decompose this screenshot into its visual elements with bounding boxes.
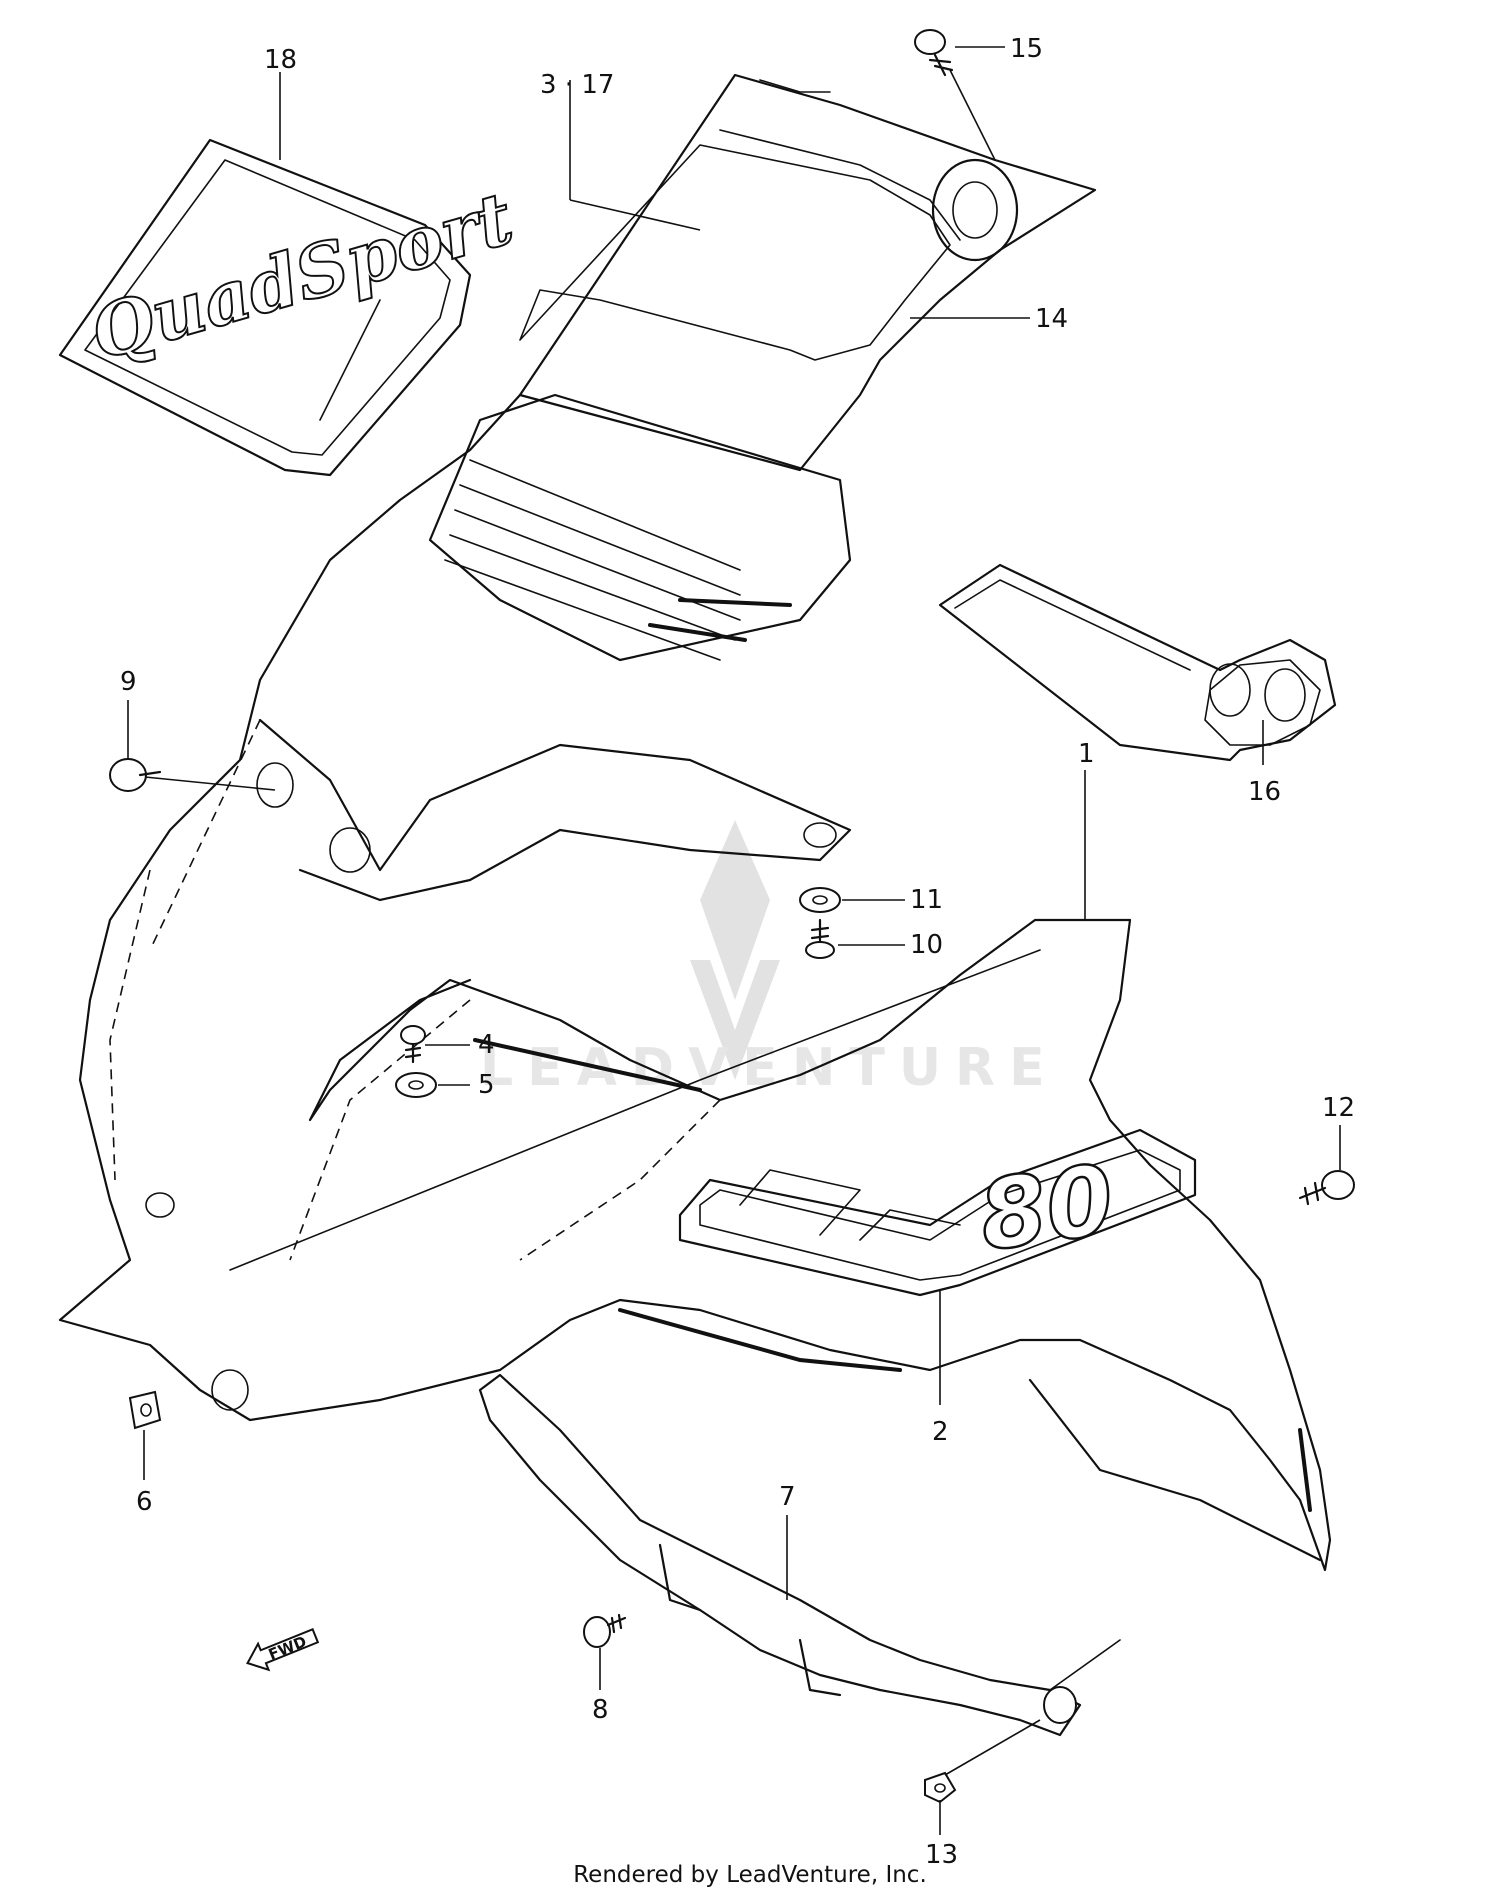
decal-80: 80 — [678, 1128, 1197, 1297]
bolt-4 — [400, 1025, 426, 1064]
watermark-text: LEADVENTURE — [480, 1038, 1059, 1098]
callout-7: 7 — [779, 1482, 796, 1512]
leadventure-watermark: LEADVENTURE — [480, 820, 1059, 1098]
callout-6: 6 — [136, 1487, 153, 1517]
decal-16-emblem — [938, 563, 1337, 762]
screw-15 — [914, 29, 954, 77]
callouts: 18 3 · 17 15 14 16 1 9 11 10 4 5 12 2 6 … — [120, 34, 1355, 1870]
bolt-10 — [805, 918, 835, 959]
fender-80-text: 80 — [973, 1143, 1121, 1273]
footer-credit: Rendered by LeadVenture, Inc. — [573, 1862, 927, 1888]
bolt-9 — [109, 758, 162, 792]
callout-12: 12 — [1322, 1093, 1355, 1123]
callout-8: 8 — [592, 1695, 609, 1725]
nut-13 — [924, 1771, 957, 1804]
fwd-direction-marker: FWD — [246, 1627, 320, 1672]
callout-3-17: 3 · 17 — [540, 70, 614, 100]
fwd-text: FWD — [266, 1632, 309, 1663]
clip-nut-6 — [128, 1390, 162, 1430]
callout-9: 9 — [120, 667, 137, 697]
callout-14: 14 — [1035, 304, 1068, 334]
washer-5 — [395, 1072, 437, 1098]
bolt-12 — [1298, 1170, 1355, 1206]
callout-18: 18 — [264, 45, 297, 75]
callout-2: 2 — [932, 1417, 949, 1447]
callout-1: 1 — [1078, 739, 1095, 769]
front-fender-body — [58, 393, 1332, 1572]
callout-15: 15 — [1010, 34, 1043, 64]
callout-5: 5 — [478, 1070, 495, 1100]
callout-4: 4 — [478, 1030, 495, 1060]
washer-11 — [799, 887, 841, 913]
front-cover-upper — [518, 73, 1097, 472]
callout-16: 16 — [1248, 777, 1281, 807]
quadsport-logo-text: QuadSport — [81, 175, 521, 376]
callout-10: 10 — [910, 930, 943, 960]
callout-13: 13 — [925, 1840, 958, 1870]
lower-stay-bar — [478, 1373, 1121, 1737]
bolt-8 — [583, 1613, 627, 1648]
callout-11: 11 — [910, 885, 943, 915]
decal-quadsport: QuadSport — [58, 138, 523, 477]
leader-lines — [127, 46, 1341, 1835]
